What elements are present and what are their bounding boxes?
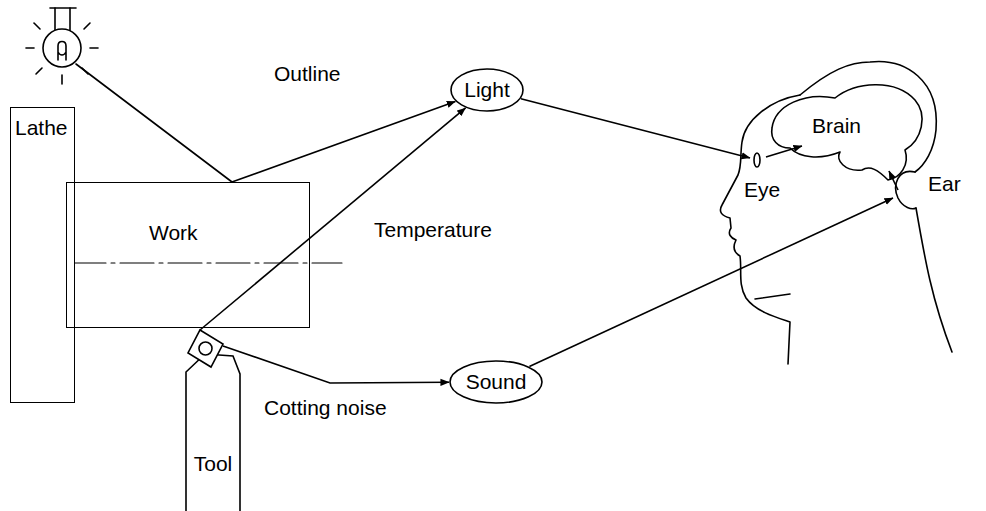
perception-arrow [521,99,750,158]
mouth-line [755,294,790,299]
neck-back [916,208,952,352]
light-ellipse: Light [450,68,524,112]
sound-ellipse: Sound [449,360,543,404]
edge-label: Cotting noise [262,396,389,419]
lamp-holder [69,8,71,31]
lamp-ray [61,75,63,84]
nerve-arrow [889,171,898,190]
tool-shape: Tool [183,330,243,511]
lamp-holder [54,8,56,31]
tool-outline [183,330,243,511]
connector-arrow [232,101,455,182]
node-label: Sound [466,370,527,393]
tool-shank [186,354,240,511]
eye-symbol [754,153,760,167]
lamp-holder [50,7,76,9]
lamp-ray [34,23,40,29]
perception-arrow [529,198,893,367]
ear-outline [896,171,916,208]
lamp-filament [58,42,66,61]
part-label: Brain [812,114,861,137]
connector-arrow [223,346,449,383]
edge-label: Outline [272,62,343,85]
node-label: Lathe [15,116,68,139]
lamp-ray [36,68,42,74]
edge-label: Temperature [372,218,494,241]
head-back [800,62,936,172]
tool-insert [188,330,223,367]
insert-screw [199,342,212,355]
work-box: Work [66,182,310,328]
brain-outline [772,85,922,180]
lathe-box: Lathe [10,107,75,403]
head [720,62,952,364]
part-label: Eye [744,178,780,201]
lamp-ray [84,23,90,29]
nerve-arrow [766,146,802,157]
center-line [72,262,342,263]
lamp-ray [26,47,34,49]
part-label: Ear [928,172,961,195]
node-label: Tool [194,452,233,475]
node-label: Work [149,221,198,244]
face-profile [720,95,800,364]
node-label: Light [464,78,510,101]
light-ray-line [76,64,232,182]
lamp-bulb [43,29,81,67]
lamp-ray [90,47,98,49]
ellipse-shape [450,361,542,403]
ellipse-shape [451,69,523,111]
